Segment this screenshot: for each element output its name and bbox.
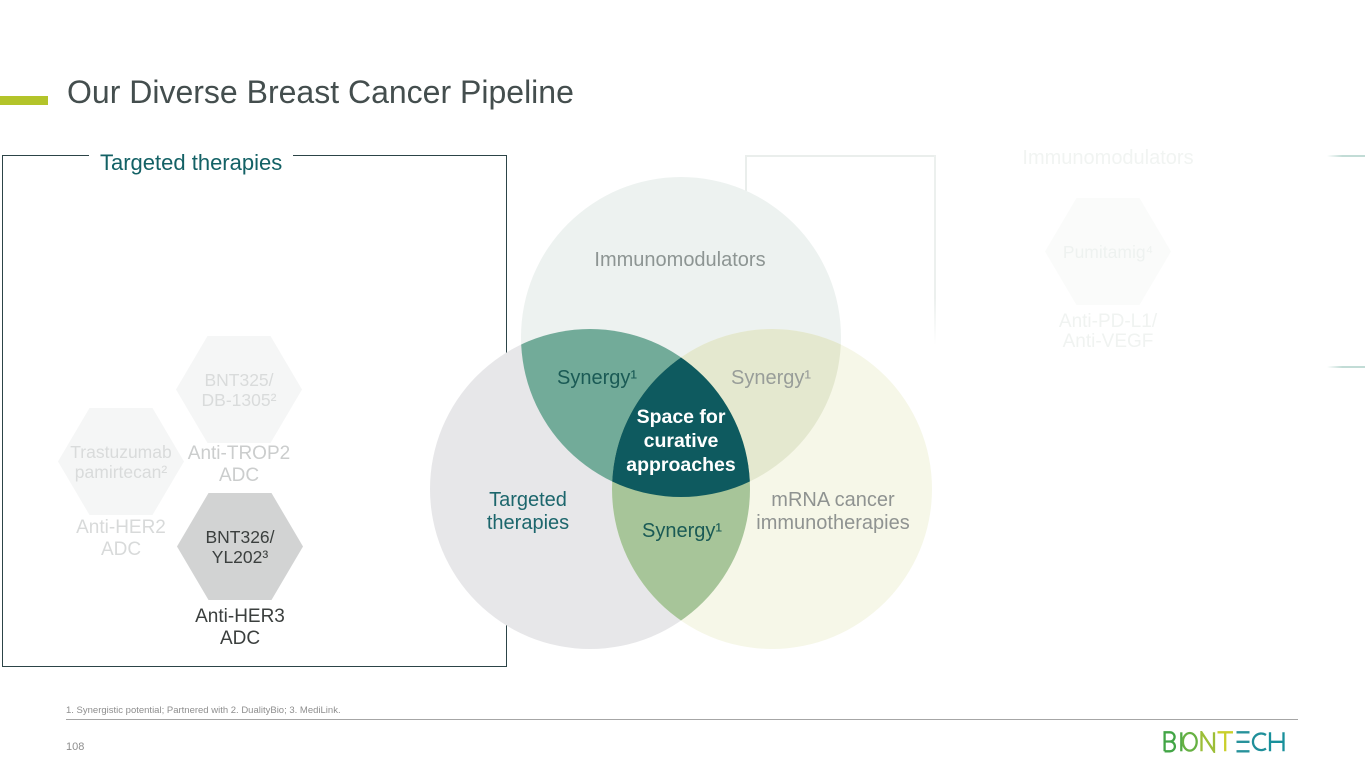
caption-anti-her2: Anti-HER2 ADC (76, 517, 166, 560)
footnote: 1. Synergistic potential; Partnered with… (66, 705, 341, 716)
overlap-all-three (612, 329, 750, 497)
venn-label-immunomodulators: Immunomodulators (594, 249, 766, 271)
faded-immunomodulators-box-left-border (745, 155, 747, 191)
immunomodulators-box-title: Immunomodulators (1022, 147, 1194, 169)
venn-label-synergy-top-left: Synergy¹ (556, 367, 638, 389)
title-accent-bar (0, 96, 48, 105)
caption-anti-her3: Anti-HER3 ADC (195, 606, 285, 649)
slide-title: Our Diverse Breast Cancer Pipeline (67, 74, 574, 110)
hexagon-bnt325: BNT325/ DB-1305² (176, 336, 302, 443)
faded-border-dash-bottom (1327, 366, 1365, 368)
venn-label-mrna: mRNA cancer immunotherapies (756, 489, 910, 534)
venn-label-center: Space for curative approaches (626, 406, 736, 476)
caption-anti-trop2: Anti-TROP2 ADC (187, 443, 291, 486)
faded-immunomodulators-box-top-border (745, 155, 935, 157)
page-number: 108 (66, 741, 85, 753)
faded-immunomodulators-box-right-border (934, 155, 936, 345)
caption-anti-pd-l1-anti-vegf: Anti-PD-L1/ Anti-VEGF (1058, 311, 1158, 352)
hexagon-trastuzumab: Trastuzumab pamirtecan² (58, 408, 184, 515)
targeted-therapies-box-title: Targeted therapies (89, 152, 294, 174)
biontech-logo (1163, 731, 1285, 753)
venn-label-synergy-top-right: Synergy¹ (730, 367, 812, 389)
footer-divider-line (66, 719, 1298, 720)
faded-border-dash-top (1327, 155, 1365, 157)
venn-label-targeted-therapies: Targeted therapies (486, 489, 570, 534)
venn-label-synergy-bottom: Synergy¹ (641, 520, 723, 542)
